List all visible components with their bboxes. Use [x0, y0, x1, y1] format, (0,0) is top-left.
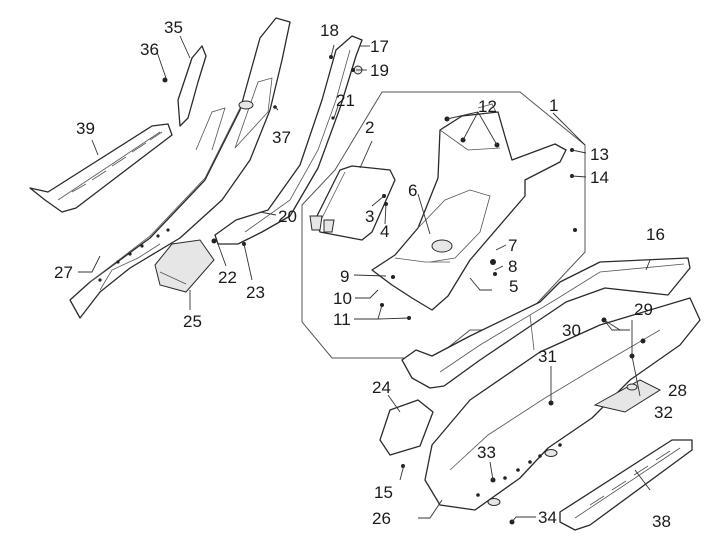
- callout-36: 36: [140, 40, 159, 59]
- callout-30: 30: [562, 321, 581, 340]
- callout-9: 9: [340, 267, 349, 286]
- callout-1: 1: [549, 96, 558, 115]
- right-underside-clips: [476, 443, 562, 497]
- callout-8: 8: [508, 257, 517, 276]
- callout-3: 3: [365, 207, 374, 226]
- small-side-panel[interactable]: [177, 45, 207, 127]
- callout-6: 6: [408, 181, 417, 200]
- right-sill-trim[interactable]: [401, 257, 691, 389]
- callout-5: 5: [509, 277, 518, 296]
- callout-23: 23: [246, 283, 265, 302]
- left-underside-clips: [98, 228, 170, 282]
- inspection-cover-right[interactable]: [379, 399, 434, 456]
- callout-24: 24: [372, 378, 391, 397]
- callout-13: 13: [590, 145, 609, 164]
- callout-22: 22: [218, 268, 237, 287]
- callout-33: 33: [477, 443, 496, 462]
- callout-37: 37: [272, 128, 291, 147]
- inspection-cover-left[interactable]: [154, 239, 215, 293]
- callout-39: 39: [76, 119, 95, 138]
- storage-lid[interactable]: [309, 165, 396, 241]
- callout-2: 2: [365, 118, 374, 137]
- callout-14: 14: [590, 168, 609, 187]
- callout-29: 29: [634, 300, 653, 319]
- footrest-mat-right[interactable]: [559, 439, 693, 531]
- right-side-cover[interactable]: [424, 297, 701, 511]
- callout-21: 21: [336, 91, 355, 110]
- callout-4: 4: [380, 222, 389, 241]
- callout-31: 31: [538, 347, 557, 366]
- callout-10: 10: [333, 289, 352, 308]
- callout-15: 15: [374, 483, 393, 502]
- callout-28: 28: [668, 381, 687, 400]
- callout-18: 18: [320, 21, 339, 40]
- callout-12: 12: [478, 97, 497, 116]
- callout-7: 7: [508, 236, 517, 255]
- footrest-mat-left[interactable]: [29, 123, 173, 213]
- central-cover[interactable]: [371, 103, 567, 311]
- callout-26: 26: [372, 509, 391, 528]
- callout-35: 35: [164, 18, 183, 37]
- callout-17: 17: [370, 37, 389, 56]
- callout-38: 38: [652, 512, 671, 531]
- callout-20: 20: [278, 207, 297, 226]
- callout-25: 25: [183, 312, 202, 331]
- callout-11: 11: [333, 310, 351, 329]
- callout-32: 32: [654, 403, 673, 422]
- callout-27: 27: [54, 263, 73, 282]
- callout-16: 16: [646, 225, 665, 244]
- leader-lines: [78, 35, 651, 523]
- callout-19: 19: [370, 61, 389, 80]
- callout-34: 34: [538, 508, 557, 527]
- assembly-group-frame: [301, 91, 586, 359]
- callout-labels: 1 2 3 4 5 6 7 8 9 10 11 12 13 14 15 16 1…: [54, 18, 687, 531]
